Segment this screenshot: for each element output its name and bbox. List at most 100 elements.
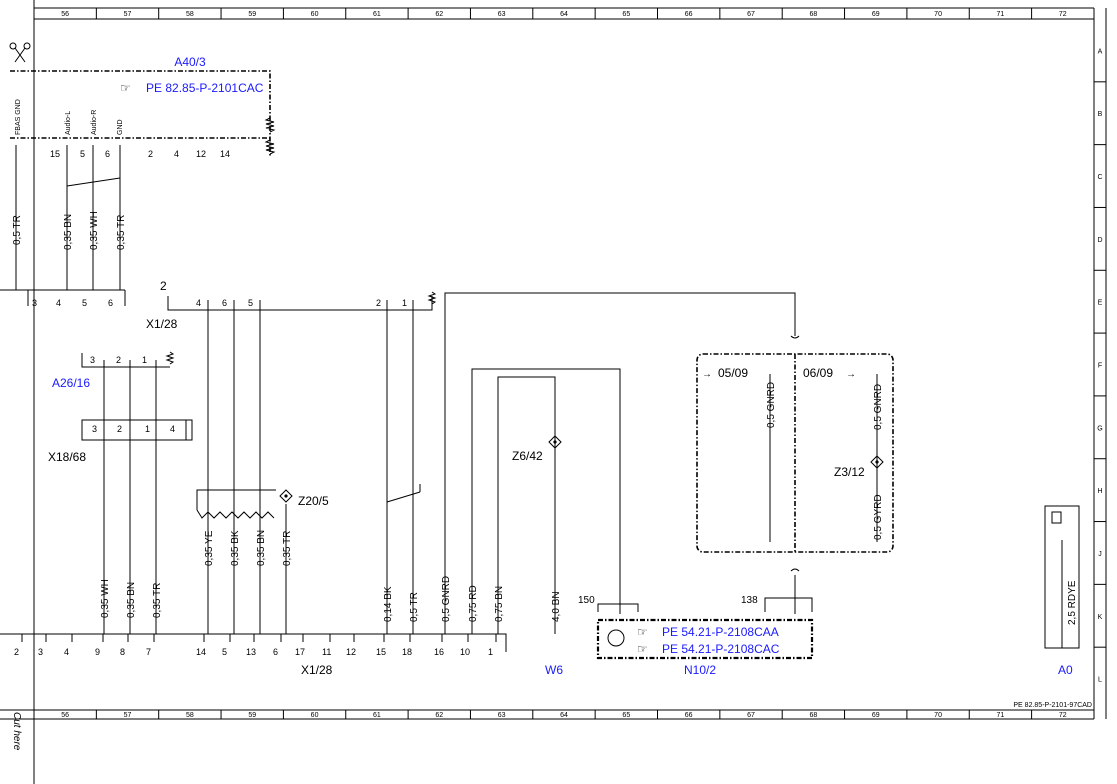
a40-3-ref-link[interactable]: PE 82.85-P-2101CAC bbox=[146, 81, 264, 95]
row-label-C: C bbox=[1097, 174, 1102, 181]
wire-z3-right-bottom: 0,5 GYRD bbox=[873, 494, 884, 540]
wire-z20-4: 0,35 TR bbox=[282, 531, 293, 566]
n10-ref-link-1[interactable]: PE 54.21-P-2108CAA bbox=[662, 625, 779, 639]
column-label-60: 60 bbox=[311, 11, 319, 18]
wire-mid-1: 0,14 BK bbox=[383, 586, 394, 622]
wire-z3-right-top: 0,5 GNRD bbox=[873, 384, 884, 430]
a26-pin-1: 1 bbox=[142, 355, 147, 365]
a40-pin-12: 12 bbox=[196, 149, 206, 159]
z3-12-label: Z3/12 bbox=[834, 465, 865, 479]
column-label-68: 68 bbox=[809, 11, 817, 18]
row-label-H: H bbox=[1097, 488, 1102, 495]
ref-06-09: 06/09 bbox=[803, 366, 833, 380]
x1-bottom-pin-7: 7 bbox=[146, 647, 151, 657]
wire-mid-2: 0,5 TR bbox=[409, 592, 420, 622]
n10-pin-150: 150 bbox=[578, 595, 595, 606]
x1-bottom-pin-13: 13 bbox=[246, 647, 256, 657]
connector-bar-top-left bbox=[0, 289, 126, 306]
a26-pin-2: 2 bbox=[116, 355, 121, 365]
column-label-62: 62 bbox=[435, 11, 443, 18]
wire-z20-1: 0,35 YE bbox=[204, 530, 215, 566]
column-label-63: 63 bbox=[498, 712, 506, 719]
wire-a40-2: 0,35 BN bbox=[63, 214, 74, 250]
pin-4: 4 bbox=[56, 298, 61, 308]
wire-a40-4: 0,35 TR bbox=[116, 215, 127, 250]
a40-3-box bbox=[10, 70, 276, 156]
wire-mid-5: 0,75 BN bbox=[494, 586, 505, 622]
column-label-66: 66 bbox=[685, 11, 693, 18]
pointer-hand-icon: ☞ bbox=[637, 625, 648, 639]
wire-a26-2: 0,35 BN bbox=[126, 582, 137, 618]
column-label-70: 70 bbox=[934, 712, 942, 719]
column-label-57: 57 bbox=[124, 712, 132, 719]
pointer-hand-icon: ☞ bbox=[120, 81, 131, 95]
n10-2-label[interactable]: N10/2 bbox=[684, 663, 716, 677]
x18-68-box bbox=[81, 419, 193, 441]
column-label-60: 60 bbox=[311, 712, 319, 719]
row-label-A: A bbox=[1098, 48, 1103, 55]
column-label-69: 69 bbox=[872, 11, 880, 18]
column-label-57: 57 bbox=[124, 11, 132, 18]
row-label-G: G bbox=[1097, 425, 1102, 432]
w6-label[interactable]: W6 bbox=[545, 663, 563, 677]
column-label-72: 72 bbox=[1059, 11, 1067, 18]
a40-pin-audio-r: Audio-R bbox=[91, 110, 98, 135]
x1-bottom-pin-18: 18 bbox=[402, 647, 412, 657]
wire-a26-3: 0,35 TR bbox=[152, 583, 163, 618]
column-label-67: 67 bbox=[747, 712, 755, 719]
scissors-icon bbox=[9, 42, 31, 63]
row-label-E: E bbox=[1098, 300, 1103, 307]
a40-wires bbox=[15, 145, 121, 290]
a40-pin-audio-l: Audio-L bbox=[65, 111, 72, 135]
a0-label[interactable]: A0 bbox=[1058, 663, 1073, 677]
cut-here-label: Cut here bbox=[11, 712, 22, 751]
pin-5: 5 bbox=[82, 298, 87, 308]
a40-pin-5: 5 bbox=[80, 149, 85, 159]
wire-z20-2: 0,35 BK bbox=[230, 530, 241, 566]
x1-bottom-pin-11: 11 bbox=[322, 647, 331, 657]
z20-5-wires bbox=[196, 300, 293, 634]
column-label-61: 61 bbox=[373, 11, 381, 18]
a26-wires bbox=[103, 360, 157, 634]
a40-3-label[interactable]: A40/3 bbox=[174, 55, 206, 69]
row-label-B: B bbox=[1098, 111, 1103, 118]
transistor-icon bbox=[607, 629, 625, 647]
z20-5-label: Z20/5 bbox=[298, 494, 329, 508]
column-label-69: 69 bbox=[872, 712, 880, 719]
column-label-68: 68 bbox=[809, 712, 817, 719]
a40-pin-2: 2 bbox=[148, 149, 153, 159]
a40-pin-fbas-gnd: FBAS GND bbox=[15, 99, 22, 135]
column-label-65: 65 bbox=[622, 11, 630, 18]
a26-16-label[interactable]: A26/16 bbox=[52, 376, 90, 390]
pointer-hand-icon: ☞ bbox=[637, 642, 648, 656]
mid-wires bbox=[386, 292, 800, 634]
x1-bottom-pin-2: 2 bbox=[14, 647, 19, 657]
x1-bottom-pin-5: 5 bbox=[222, 647, 227, 657]
x1-bottom-pin-4: 4 bbox=[64, 647, 69, 657]
x1-28-top-pin2: 2 bbox=[160, 279, 167, 293]
wire-a40-3: 0,35 WH bbox=[89, 211, 100, 250]
n10-ref-link-2[interactable]: PE 54.21-P-2108CAC bbox=[662, 642, 780, 656]
n10-2-box bbox=[596, 618, 814, 660]
column-label-67: 67 bbox=[747, 11, 755, 18]
a40-pin-6: 6 bbox=[105, 149, 110, 159]
column-label-58: 58 bbox=[186, 11, 194, 18]
wire-a0: 2,5 RDYE bbox=[1067, 580, 1078, 625]
pin-3: 3 bbox=[32, 298, 37, 308]
row-label-F: F bbox=[1098, 363, 1102, 370]
a40-pin-gnd: GND bbox=[117, 119, 124, 135]
z6-42-label: Z6/42 bbox=[512, 449, 543, 463]
x18-pin-3: 3 bbox=[92, 424, 97, 434]
column-label-71: 71 bbox=[997, 712, 1005, 719]
column-label-62: 62 bbox=[435, 712, 443, 719]
row-label-J: J bbox=[1098, 551, 1102, 558]
x1-bottom-pin-15: 15 bbox=[376, 647, 386, 657]
a40-pin-14: 14 bbox=[220, 149, 230, 159]
row-label-L: L bbox=[1098, 677, 1102, 684]
column-label-56: 56 bbox=[61, 11, 69, 18]
